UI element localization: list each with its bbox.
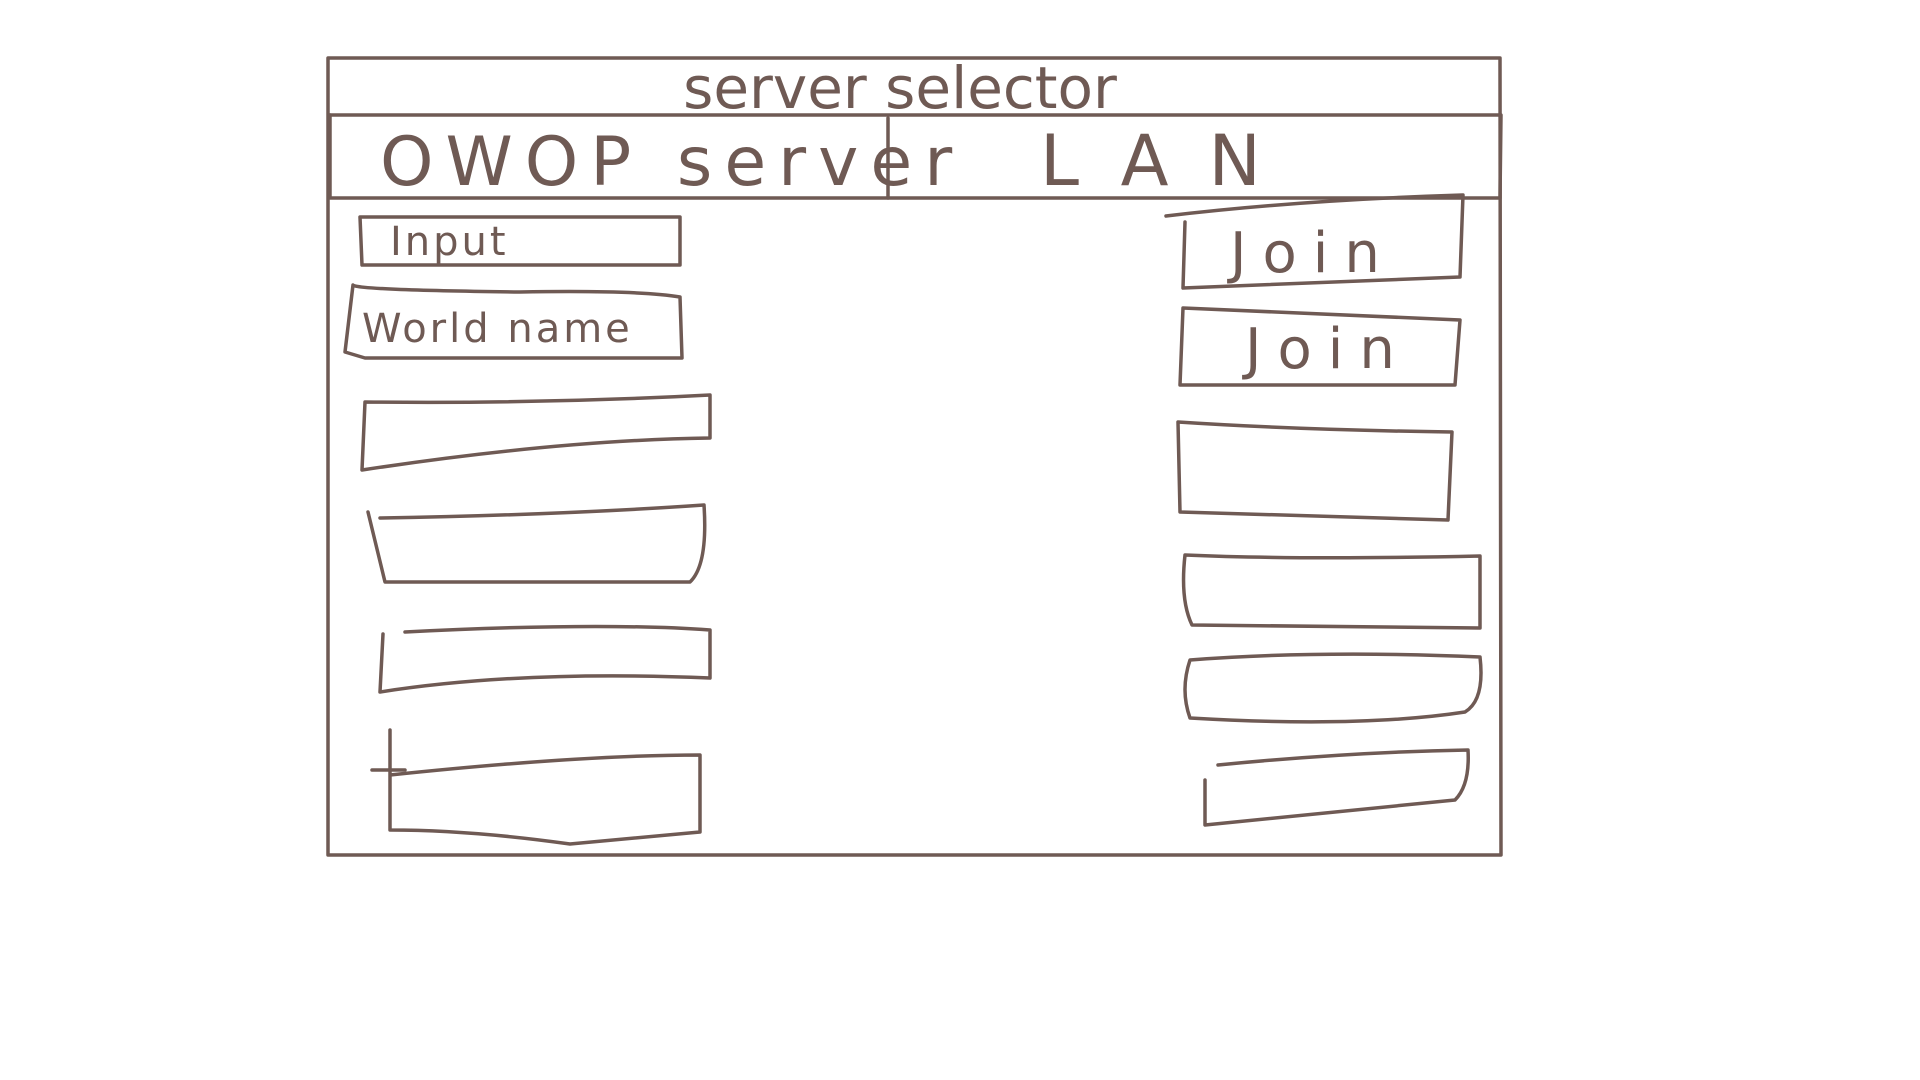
join-button-label: Join bbox=[1227, 221, 1396, 286]
tab-lan-label: LAN bbox=[1040, 120, 1301, 202]
join-button-label: Join bbox=[1242, 317, 1411, 382]
search-input-text: Input bbox=[390, 219, 509, 265]
empty-button[interactable] bbox=[1183, 652, 1483, 724]
search-input[interactable]: Input bbox=[358, 215, 682, 267]
right-column: Join Join bbox=[1164, 193, 1483, 827]
window-frame bbox=[326, 56, 1503, 857]
list-item[interactable] bbox=[378, 624, 712, 694]
world-name-field-text: World name bbox=[362, 306, 633, 352]
tab-owop-server[interactable]: OWOP server bbox=[332, 118, 964, 202]
list-item[interactable] bbox=[360, 393, 712, 472]
empty-button[interactable] bbox=[1203, 748, 1470, 827]
list-item[interactable] bbox=[366, 503, 707, 584]
tab-strip-outline bbox=[328, 113, 1503, 200]
tab-owop-server-label: OWOP server bbox=[380, 123, 964, 202]
join-button[interactable]: Join bbox=[1178, 306, 1462, 387]
world-name-field[interactable]: World name bbox=[343, 283, 684, 360]
tab-bar: OWOP server LAN bbox=[328, 113, 1503, 202]
tab-lan[interactable]: LAN bbox=[890, 118, 1498, 202]
window-title: server selector bbox=[683, 54, 1117, 122]
left-column: Input World name bbox=[343, 215, 712, 846]
list-item[interactable] bbox=[388, 728, 702, 846]
empty-button[interactable] bbox=[1176, 420, 1454, 522]
server-selector-window: server selector OWOP server LAN Input Wo… bbox=[326, 54, 1503, 857]
empty-button[interactable] bbox=[1181, 553, 1482, 630]
join-button[interactable]: Join bbox=[1164, 193, 1465, 290]
